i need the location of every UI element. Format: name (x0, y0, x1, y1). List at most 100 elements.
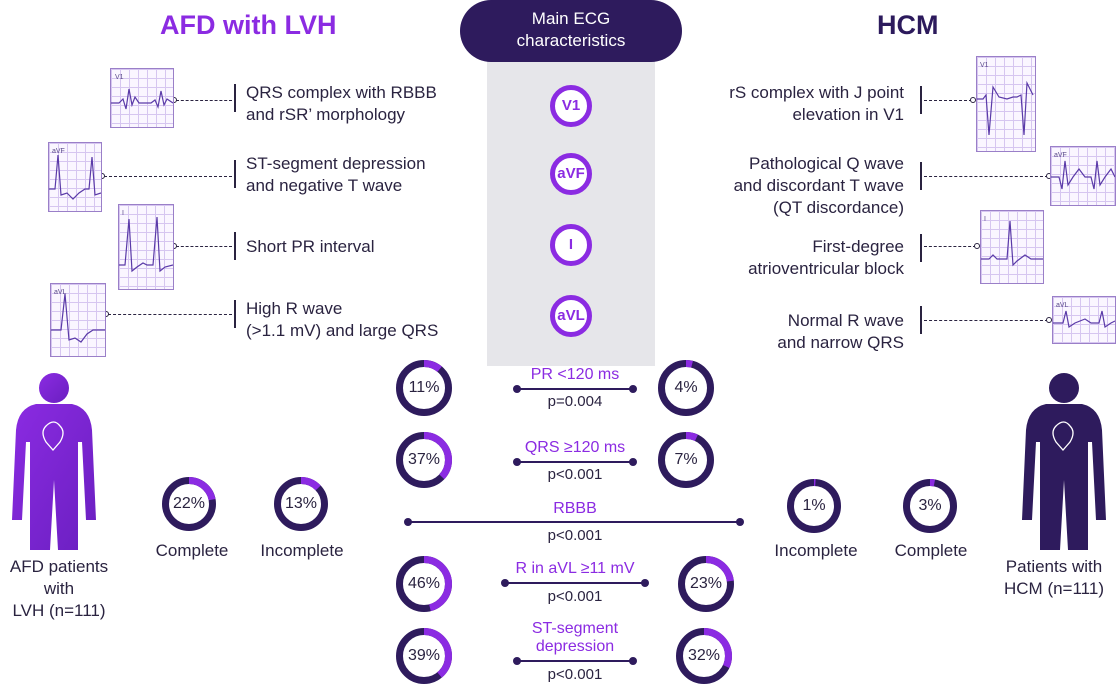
center-header: Main ECG characteristics (460, 0, 682, 62)
donut-pr-hcm: 4% (657, 359, 715, 417)
afd-patient-label-line-3: LVH (n=111) (12, 601, 106, 620)
right-feature-1-line-1: rS complex with J point (729, 83, 904, 102)
donut-pr-afd: 11% (395, 359, 453, 417)
right-connector-dot-4 (1046, 317, 1052, 323)
hcm-patient-label-line-2: HCM (n=111) (1004, 579, 1104, 598)
right-feature-4: Normal R wave and narrow QRS (650, 310, 904, 354)
donut-rbbb-afd-incomplete: 13% (273, 476, 329, 532)
donut-rbbb-hcm-incomplete-value: 1% (802, 497, 826, 514)
cmp-pr-line (513, 385, 637, 393)
donut-qrs-hcm: 7% (657, 431, 715, 489)
ecg-right-v1-label: V1 (980, 62, 989, 69)
ecg-left-avl: aVL (50, 283, 106, 357)
afd-patient-label-line-2: with (43, 579, 75, 598)
right-feature-1-line-2: elevation in V1 (792, 105, 904, 124)
donut-ravl-hcm: 23% (677, 555, 735, 613)
donut-ravl-afd-value: 46% (407, 575, 441, 592)
right-connector-dot-1 (970, 97, 976, 103)
cmp-st-label-line-1: ST-segment (531, 620, 619, 637)
cmp-ravl-line (501, 579, 649, 587)
left-feature-2: ST-segment depression and negative T wav… (246, 153, 426, 197)
left-feature-4-line-1: High R wave (246, 299, 343, 318)
left-connector-2 (104, 176, 232, 177)
donut-rbbb-afd-complete-value: 22% (172, 495, 206, 512)
right-connector-4 (924, 320, 1048, 321)
right-feature-3-line-2: atrioventricular block (748, 259, 904, 278)
right-connector-dot-3 (974, 243, 980, 249)
afd-incomplete-label: Incomplete (260, 541, 344, 560)
ecg-left-avf: aVF (48, 142, 102, 212)
donut-pr-hcm-arc (658, 360, 714, 416)
right-tick-4 (920, 306, 922, 334)
right-feature-3: First-degree atrioventricular block (650, 236, 904, 280)
donut-rbbb-afd-incomplete-arc (274, 477, 328, 531)
cmp-st-line (513, 657, 637, 665)
cmp-rbbb-label: RBBB (553, 500, 597, 517)
lead-avl: aVL (550, 295, 592, 337)
hcm-patient-label-line-1: Patients with (1005, 557, 1103, 576)
right-tick-1 (920, 86, 922, 114)
ecg-left-i: I (118, 204, 174, 290)
afd-complete-label: Complete (155, 541, 229, 560)
left-tick-4 (234, 300, 236, 328)
lead-avf: aVF (550, 153, 592, 195)
cmp-qrs-line (513, 458, 637, 466)
ecg-left-v1-label: V1 (115, 74, 124, 81)
left-tick-3 (234, 232, 236, 260)
left-tick-2 (234, 160, 236, 188)
right-feature-1: rS complex with J point elevation in V1 (650, 82, 904, 126)
afd-heart-icon (42, 421, 64, 451)
cmp-st-p: p<0.001 (547, 666, 603, 683)
right-feature-4-line-1: Normal R wave (787, 311, 904, 330)
ecg-left-avf-label: aVF (52, 148, 65, 155)
donut-rbbb-hcm-incomplete: 1% (786, 478, 842, 534)
cmp-st-label: ST-segment depression (490, 620, 660, 656)
hcm-patient-figure (1016, 370, 1112, 550)
cmp-qrs-label: QRS ≥120 ms (524, 439, 626, 456)
right-connector-1 (924, 100, 972, 101)
hcm-complete-label: Complete (894, 541, 968, 560)
hcm-title: HCM (877, 10, 939, 40)
left-feature-4: High R wave (>1.1 mV) and large QRS (246, 298, 438, 342)
ecg-right-avl: aVL (1052, 296, 1116, 344)
donut-rbbb-hcm-incomplete-arc (787, 479, 841, 533)
right-connector-2 (924, 176, 1048, 177)
right-connector-3 (924, 246, 976, 247)
afd-patient-label-line-1: AFD patients (9, 557, 109, 576)
donut-ravl-hcm-value: 23% (689, 575, 723, 592)
left-connector-4 (108, 314, 232, 315)
ecg-right-avf-label: aVF (1054, 152, 1067, 159)
left-feature-3-line-1: Short PR interval (246, 237, 375, 256)
left-connector-1 (176, 100, 232, 101)
right-tick-3 (920, 234, 922, 262)
ecg-left-v1: V1 (110, 68, 174, 128)
donut-qrs-afd-arc (396, 432, 452, 488)
left-connector-3 (176, 246, 232, 247)
cmp-rbbb-p: p<0.001 (547, 527, 603, 544)
donut-rbbb-hcm-complete-arc (903, 479, 957, 533)
ecg-left-avl-label: aVL (54, 289, 67, 296)
ecg-right-avl-label: aVL (1056, 302, 1069, 309)
donut-rbbb-afd-incomplete-value: 13% (284, 495, 318, 512)
ecg-left-i-label: I (122, 210, 124, 217)
donut-st-afd-arc (396, 628, 452, 684)
cmp-rbbb-line (404, 518, 744, 526)
cmp-ravl-label: R in aVL ≥11 mV (515, 560, 635, 577)
donut-qrs-afd-value: 37% (407, 451, 441, 468)
left-feature-3: Short PR interval (246, 236, 375, 258)
ecg-right-avf: aVF (1050, 146, 1116, 206)
right-feature-2: Pathological Q wave and discordant T wav… (650, 153, 904, 219)
ecg-right-i: I (980, 210, 1044, 284)
right-feature-3-line-1: First-degree (812, 237, 904, 256)
left-feature-2-line-2: and negative T wave (246, 176, 403, 195)
left-tick-1 (234, 84, 236, 112)
left-feature-2-line-1: ST-segment depression (246, 154, 426, 173)
donut-rbbb-hcm-complete: 3% (902, 478, 958, 534)
cmp-pr-label: PR <120 ms (530, 366, 620, 383)
cmp-ravl-p: p<0.001 (547, 588, 603, 605)
right-feature-2-line-3: (QT discordance) (772, 198, 904, 217)
cmp-pr-p: p=0.004 (547, 393, 603, 410)
left-feature-1-line-1: QRS complex with RBBB (246, 83, 437, 102)
ecg-right-i-label: I (984, 216, 986, 223)
lead-v1: V1 (550, 85, 592, 127)
